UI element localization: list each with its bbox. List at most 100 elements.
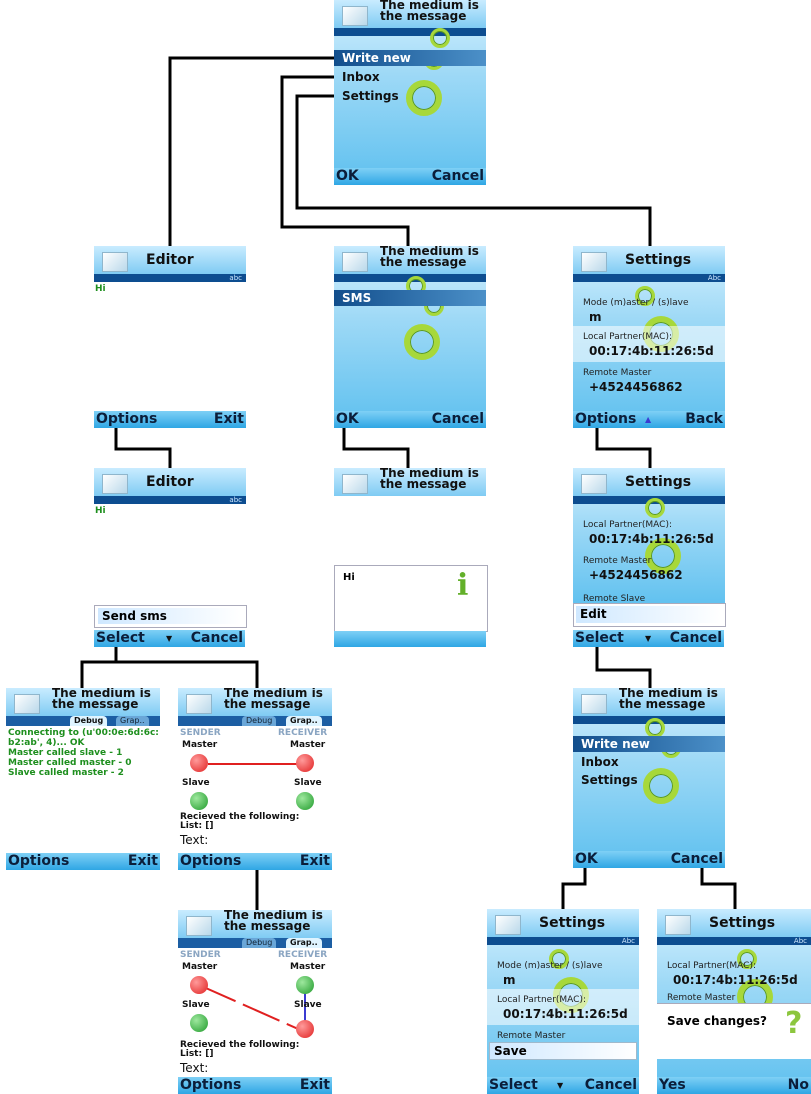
send-sms-option[interactable]: Send sms <box>98 608 241 624</box>
local-partner-value[interactable]: 00:17:4b:11:26:5d <box>589 344 714 358</box>
receiver-master-label: Master <box>290 740 326 750</box>
envelope-icon <box>581 694 607 714</box>
exit-softkey[interactable]: Exit <box>299 1077 330 1093</box>
screen-settings: Settings Abc Mode (m)aster / (s)lave m L… <box>573 246 725 428</box>
title-bar: Settings <box>573 468 725 496</box>
screen-editor: Editor abc Hi Options Exit <box>94 246 246 428</box>
sender-slave-node <box>190 792 208 810</box>
settings-title: Settings <box>625 252 692 268</box>
local-partner-value[interactable]: 00:17:4b:11:26:5d <box>589 532 714 546</box>
input-mode-indicator: Abc <box>793 937 807 945</box>
menu-item-write-new[interactable]: Write new <box>334 50 486 66</box>
select-softkey[interactable]: Select <box>489 1077 538 1093</box>
softkey-bar: Options Exit <box>178 853 332 870</box>
tab-graph[interactable]: Grap.. <box>286 938 322 948</box>
edit-popup: Edit <box>573 603 726 627</box>
tab-debug[interactable]: Debug <box>242 938 277 948</box>
selected-setting-highlight <box>573 326 725 362</box>
tab-debug[interactable]: Debug <box>242 716 277 726</box>
menu-item-settings[interactable]: Settings <box>342 89 399 103</box>
tab-graph[interactable]: Grap.. <box>116 716 149 726</box>
envelope-icon <box>186 694 212 714</box>
options-softkey[interactable]: Options <box>96 411 158 427</box>
options-softkey[interactable]: Options <box>8 853 70 869</box>
screen-editor-compact: Editor abc Hi <box>94 468 246 514</box>
received-text: Text: <box>180 1061 209 1075</box>
scroll-arrow-icon: ▲ <box>645 415 652 424</box>
no-softkey[interactable]: No <box>787 1077 809 1093</box>
cancel-softkey[interactable]: Cancel <box>431 168 484 184</box>
editor-text[interactable]: Hi <box>95 506 106 514</box>
exit-softkey[interactable]: Exit <box>127 853 158 869</box>
remote-master-label: Remote Master <box>583 556 652 566</box>
softkey-bar: OK Cancel <box>334 168 486 185</box>
debug-line: Connecting to (u'00:0e:6d:6c: <box>8 728 159 738</box>
envelope-icon <box>342 474 368 494</box>
local-partner-value[interactable]: 00:17:4b:11:26:5d <box>503 1007 628 1021</box>
cancel-softkey[interactable]: Cancel <box>431 411 484 427</box>
info-note-text: Hi <box>343 572 355 583</box>
exit-softkey[interactable]: Exit <box>213 411 244 427</box>
deco-ring-icon <box>645 718 665 738</box>
local-partner-label: Local Partner(MAC): <box>667 961 756 971</box>
options-softkey[interactable]: Options <box>575 411 637 427</box>
menu-item-settings[interactable]: Settings <box>581 773 638 787</box>
settings-title: Settings <box>625 474 692 490</box>
ok-softkey[interactable]: OK <box>575 851 598 867</box>
envelope-icon <box>495 915 521 935</box>
ok-softkey[interactable]: OK <box>336 168 359 184</box>
input-mode-indicator: abc <box>229 274 242 282</box>
yes-softkey[interactable]: Yes <box>659 1077 686 1093</box>
envelope-icon <box>342 252 368 272</box>
options-softkey[interactable]: Options <box>180 853 242 869</box>
title-bar: Settings <box>487 909 639 937</box>
menu-item-write-new[interactable]: Write new <box>573 736 725 752</box>
deco-ring-icon <box>406 80 442 116</box>
mode-value[interactable]: m <box>589 310 602 324</box>
exit-softkey[interactable]: Exit <box>299 853 330 869</box>
editor-text[interactable]: Hi <box>95 284 106 294</box>
cancel-softkey[interactable]: Cancel <box>190 630 243 646</box>
ok-softkey[interactable]: OK <box>336 411 359 427</box>
sender-master-node <box>190 754 208 772</box>
select-softkey[interactable]: Select <box>575 630 624 646</box>
deco-ring-icon <box>635 286 655 306</box>
receiver-master-node <box>296 976 314 994</box>
settings-title: Settings <box>539 915 606 931</box>
cancel-softkey[interactable]: Cancel <box>670 851 723 867</box>
local-partner-value[interactable]: 00:17:4b:11:26:5d <box>673 973 798 987</box>
cancel-softkey[interactable]: Cancel <box>584 1077 637 1093</box>
options-softkey[interactable]: Options <box>180 1077 242 1093</box>
cancel-softkey[interactable]: Cancel <box>669 630 722 646</box>
tab-graph[interactable]: Grap.. <box>286 716 322 726</box>
tab-bar: Debug Grap.. <box>178 938 332 948</box>
remote-master-label: Remote Master <box>667 993 736 1003</box>
menu-item-inbox[interactable]: Inbox <box>342 70 380 84</box>
edit-option[interactable]: Edit <box>576 606 721 623</box>
tab-debug[interactable]: Debug <box>70 716 108 726</box>
select-softkey[interactable]: Select <box>96 630 145 646</box>
inbox-item-sms[interactable]: SMS <box>334 290 486 306</box>
mode-value[interactable]: m <box>503 973 516 987</box>
remote-master-value[interactable]: +4524456862 <box>589 568 683 582</box>
back-softkey[interactable]: Back <box>685 411 723 427</box>
save-option[interactable]: Save <box>489 1042 637 1060</box>
softkey-bar: Options ▲ Back <box>573 411 725 428</box>
menu-item-inbox[interactable]: Inbox <box>581 755 619 769</box>
sender-master-label: Master <box>182 962 218 972</box>
chevron-down-icon: ▼ <box>166 634 173 643</box>
local-partner-label: Local Partner(MAC): <box>583 332 672 342</box>
info-note-bar <box>334 631 486 647</box>
envelope-icon <box>102 252 128 272</box>
screen-settings-save: Settings Abc Mode (m)aster / (s)lave m L… <box>487 909 639 1094</box>
chevron-down-icon: ▼ <box>645 634 652 643</box>
remote-master-value[interactable]: +4524456862 <box>589 380 683 394</box>
